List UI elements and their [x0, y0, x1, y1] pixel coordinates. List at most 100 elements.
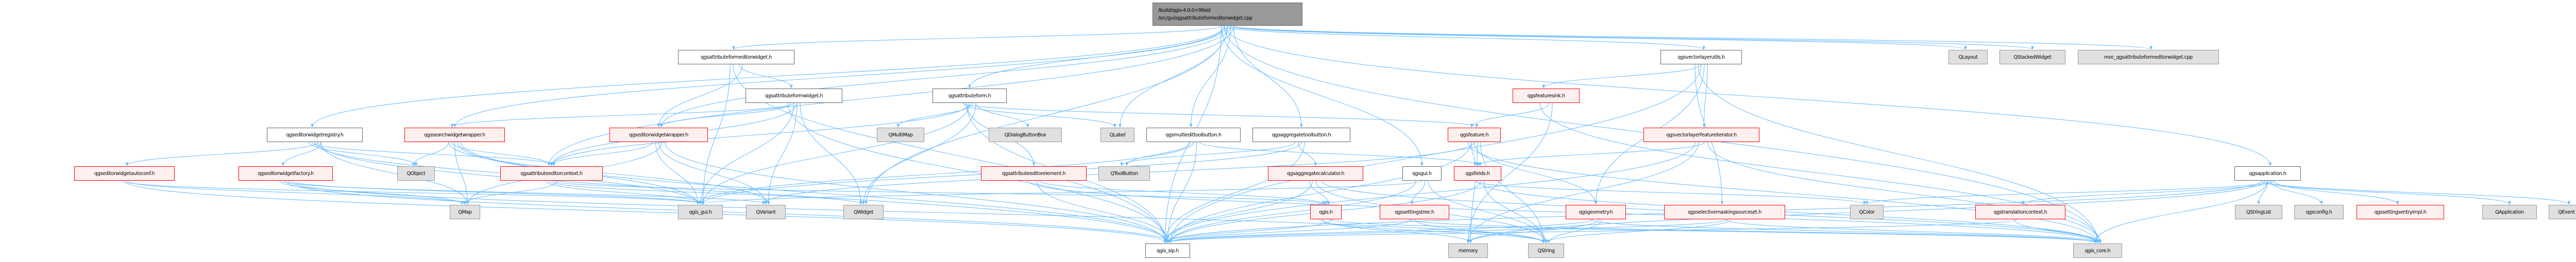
node-label: memory: [1458, 248, 1478, 254]
edge-app-to-config: [2270, 180, 2323, 205]
node-label: qgssettingstree.h: [1395, 209, 1434, 215]
root-path-line2: /src/gui/qgsattributeformeditorwidget.cp…: [1158, 15, 1252, 21]
node-label: qgsfeaturesink.h: [1527, 93, 1565, 99]
edge-af-to-qlabel: [963, 102, 1116, 128]
node-label: qgsattributeeditorcontext.h: [520, 170, 583, 177]
node-seimpl[interactable]: qgssettingsentryimpl.h: [2357, 205, 2444, 219]
node-qdbb[interactable]: QDialogButtonBox: [989, 128, 1062, 142]
edge-ewf-to-qmap: [279, 180, 464, 205]
edge-eww-to-qvariant: [658, 142, 768, 205]
node-ewf[interactable]: qgseditorwidgetfactory.h: [239, 166, 333, 181]
node-label: QWidget: [853, 209, 874, 215]
edge-metb-to-qgisgui: [696, 142, 1194, 205]
edge-fields-to-qgiscore: [1477, 180, 2099, 243]
node-qgis[interactable]: qgis.h: [1310, 205, 1342, 219]
node-config[interactable]: qgsconfig.h: [2294, 205, 2344, 219]
node-sww[interactable]: qgssearchwidgetwrapper.h: [404, 128, 505, 142]
node-label: qgseditorwidgetautoconf.h: [94, 170, 155, 177]
node-stree[interactable]: qgssettingstree.h: [1380, 205, 1449, 219]
node-qstring[interactable]: QString: [1528, 243, 1564, 258]
edge-vlu-to-fsink: [1542, 64, 1702, 89]
node-eww[interactable]: qgseditorwidgetwrapper.h: [609, 128, 708, 142]
node-feature[interactable]: qgsfeature.h: [1448, 128, 1501, 142]
edge-geom-to-qgiscore: [1589, 219, 2097, 243]
node-qmap[interactable]: QMap: [450, 205, 480, 219]
node-gui[interactable]: qgsgui.h: [1402, 166, 1442, 181]
node-qapplication[interactable]: QApplication: [2482, 205, 2537, 219]
edge-qgis-to-memory: [1323, 219, 1472, 243]
node-ewreg[interactable]: qgseditorwidgetregistry.h: [267, 128, 363, 142]
node-qvariant[interactable]: QVariant: [746, 205, 786, 219]
edge-metb-to-qgissip: [1166, 142, 1197, 243]
node-qmultimap[interactable]: QMultiMap: [877, 128, 924, 142]
node-vlu[interactable]: qgsvectorlayerutils.h: [1660, 50, 1742, 64]
node-qtoolbutton[interactable]: QToolButton: [1098, 166, 1150, 181]
node-label: moc_qgsattributeformeditorwidget.cpp: [2104, 54, 2193, 60]
node-label: qgsselectivemaskingsourceset.h: [1688, 209, 1761, 215]
root-file-node[interactable]: /build/qgis-4.0.0+99sid /src/gui/qgsattr…: [1153, 3, 1302, 26]
edge-app-to-qevent: [2264, 180, 2571, 205]
edge-root-to-ewreg: [311, 25, 1225, 128]
edge-trctx-to-qgiscore: [2014, 219, 2102, 243]
node-label: qgsattributeform.h: [948, 93, 991, 99]
edge-ewreg-to-qgissip: [317, 142, 1170, 243]
node-qgisgui[interactable]: qgis_gui.h: [678, 205, 723, 219]
node-vlfi[interactable]: qgsvectorlayerfeatureiterator.h: [1643, 128, 1759, 142]
node-label: qgseditorwidgetfactory.h: [258, 170, 314, 177]
node-qstacked[interactable]: QStackedWidget: [1999, 50, 2065, 64]
edge-metb-to-qtoolbutton: [1125, 142, 1191, 166]
node-qstringlist[interactable]: QStringList: [2235, 205, 2282, 219]
node-label: QDialogButtonBox: [1004, 132, 1046, 138]
node-afw[interactable]: qgsattributeformwidget.h: [745, 89, 842, 103]
node-qwidget[interactable]: QWidget: [843, 205, 884, 219]
node-qgiscore[interactable]: qgis_core.h: [2073, 243, 2122, 258]
edge-ewac-to-qgissip: [124, 180, 1167, 243]
node-aeel[interactable]: qgsattributeeditorelement.h: [981, 166, 1087, 181]
node-app[interactable]: qgsapplication.h: [2234, 166, 2301, 181]
edge-afw-to-eww: [659, 102, 791, 128]
node-qobject[interactable]: QObject: [397, 166, 435, 181]
node-memory[interactable]: memory: [1448, 243, 1488, 258]
edge-app-to-qcolor: [1865, 180, 2271, 205]
edge-stree-to-qstring: [1414, 219, 1545, 243]
node-label: qgsvectorlayerutils.h: [1677, 54, 1725, 60]
node-ewac[interactable]: qgseditorwidgetautoconf.h: [74, 166, 175, 181]
edge-fields-to-qstring: [1483, 180, 1545, 243]
node-qlabel[interactable]: QLabel: [1100, 128, 1134, 142]
edge-sww-to-qmap: [454, 142, 469, 205]
node-af[interactable]: qgsattributeform.h: [933, 89, 1007, 103]
node-aectx[interactable]: qgsattributeeditorcontext.h: [500, 166, 603, 181]
node-qgissip[interactable]: qgis_sip.h: [1145, 243, 1190, 258]
edge-fields-to-qcolor: [1474, 180, 1866, 205]
edge-eww-to-aectx: [550, 142, 653, 166]
node-qcolor[interactable]: QColor: [1850, 205, 1884, 219]
edge-vlfi-to-fields: [1476, 142, 1705, 166]
edge-agtb-to-qtoolbutton: [1120, 142, 1296, 166]
node-trctx[interactable]: qgstranslationcontext.h: [1975, 205, 2065, 219]
edge-eww-to-qgissip: [665, 142, 1167, 243]
edge-geom-to-memory: [1466, 219, 1599, 243]
node-agtb[interactable]: qgsaggregatetoolbutton.h: [1252, 128, 1350, 142]
node-fsink[interactable]: qgsfeaturesink.h: [1513, 89, 1580, 103]
edge-trctx-to-qgissip: [1164, 219, 2018, 243]
edge-ewreg-to-ewf: [281, 142, 321, 166]
node-geom[interactable]: qgsgeometry.h: [1566, 205, 1626, 219]
edge-vlfi-to-qgiscore: [1707, 142, 2102, 243]
node-qevent[interactable]: QEvent: [2549, 205, 2576, 219]
edge-aggcalc-to-qgissip: [1163, 180, 1313, 243]
node-sms[interactable]: qgsselectivemaskingsourceset.h: [1664, 205, 1785, 219]
node-qlayout[interactable]: QLayout: [1948, 50, 1988, 64]
node-moc[interactable]: moc_qgsattributeformeditorwidget.cpp: [2078, 50, 2219, 64]
edge-app-to-qapplication: [2261, 180, 2511, 205]
edge-gui-to-qgissip: [1168, 180, 1416, 243]
node-label: qgsvectorlayerfeatureiterator.h: [1666, 132, 1737, 138]
node-aggcalc[interactable]: qgsaggregatecalculator.h: [1268, 166, 1363, 181]
node-fields[interactable]: qgsfields.h: [1454, 166, 1501, 181]
edge-vlfi-to-memory: [1466, 142, 1699, 243]
node-afew[interactable]: qgsattributeformeditorwidget.h: [678, 50, 794, 64]
edge-aectx-to-qwidget: [548, 180, 862, 205]
node-label: QApplication: [2495, 209, 2524, 215]
node-label: QLayout: [1958, 54, 1978, 60]
node-metb[interactable]: qgsmultiedittoolbutton.h: [1146, 128, 1241, 142]
node-label: QStringList: [2246, 209, 2272, 215]
